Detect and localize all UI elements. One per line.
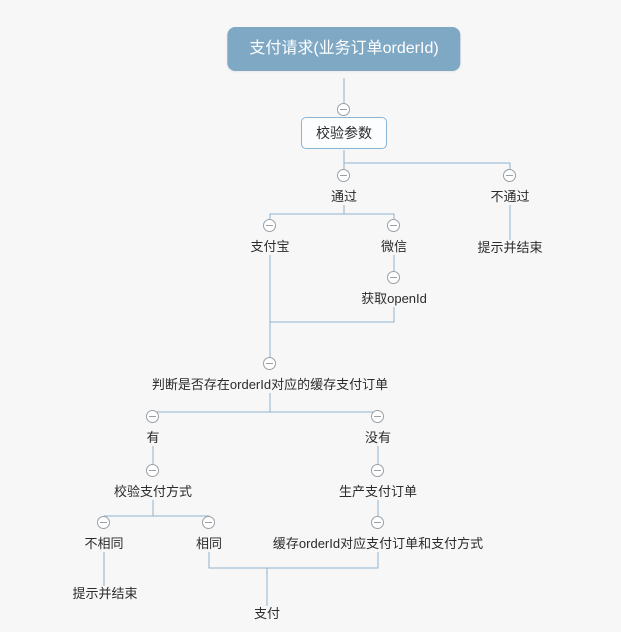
collapse-minus-icon[interactable] (263, 219, 276, 232)
edge-checkpay-same (153, 515, 210, 523)
edge-pass-alipay (269, 205, 345, 219)
edge-checkcache-has (152, 393, 271, 413)
node-pay[interactable]: 支付 (253, 606, 281, 621)
collapse-minus-icon[interactable] (387, 271, 400, 284)
collapse-minus-icon[interactable] (97, 516, 110, 529)
edge-pass-wechat (344, 213, 395, 219)
edge-checkcache-none (270, 410, 379, 413)
edge-merge-to-checkcache (269, 255, 395, 323)
collapse-minus-icon[interactable] (263, 357, 276, 370)
node-same[interactable]: 相同 (195, 536, 223, 551)
node-payment-request[interactable]: 支付请求(业务订单orderId) (227, 27, 461, 71)
edge-merge-to-pay (208, 552, 379, 569)
node-prompt-and-end-fail[interactable]: 提示并结束 (477, 240, 543, 255)
node-check-cached-order[interactable]: 判断是否存在orderId对应的缓存支付订单 (151, 377, 389, 392)
node-not-same[interactable]: 不相同 (84, 536, 124, 551)
collapse-minus-icon[interactable] (503, 169, 516, 182)
node-pass[interactable]: 通过 (330, 189, 358, 204)
edge-checkpay-differ (104, 500, 154, 517)
node-wechat[interactable]: 微信 (380, 239, 408, 254)
node-get-openid[interactable]: 获取openId (361, 291, 427, 306)
collapse-minus-icon[interactable] (337, 169, 350, 182)
edge-validate-fail (343, 150, 511, 169)
collapse-minus-icon[interactable] (371, 516, 384, 529)
node-prompt-and-end-differ[interactable]: 提示并结束 (72, 586, 138, 601)
node-verify-payment-method[interactable]: 校验支付方式 (113, 484, 193, 499)
collapse-minus-icon[interactable] (371, 410, 384, 423)
collapse-minus-icon[interactable] (371, 464, 384, 477)
collapse-minus-icon[interactable] (146, 464, 159, 477)
node-no-cache[interactable]: 没有 (364, 430, 392, 445)
collapse-minus-icon[interactable] (337, 103, 350, 116)
node-cache-order-and-method[interactable]: 缓存orderId对应支付订单和支付方式 (272, 536, 484, 551)
node-validate-params[interactable]: 校验参数 (301, 117, 387, 149)
collapse-minus-icon[interactable] (387, 219, 400, 232)
collapse-minus-icon[interactable] (202, 516, 215, 529)
node-has-cache[interactable]: 有 (146, 430, 160, 445)
node-create-payment-order[interactable]: 生产支付订单 (338, 484, 418, 499)
collapse-minus-icon[interactable] (146, 410, 159, 423)
node-alipay[interactable]: 支付宝 (250, 239, 290, 254)
node-not-pass[interactable]: 不通过 (490, 189, 530, 204)
